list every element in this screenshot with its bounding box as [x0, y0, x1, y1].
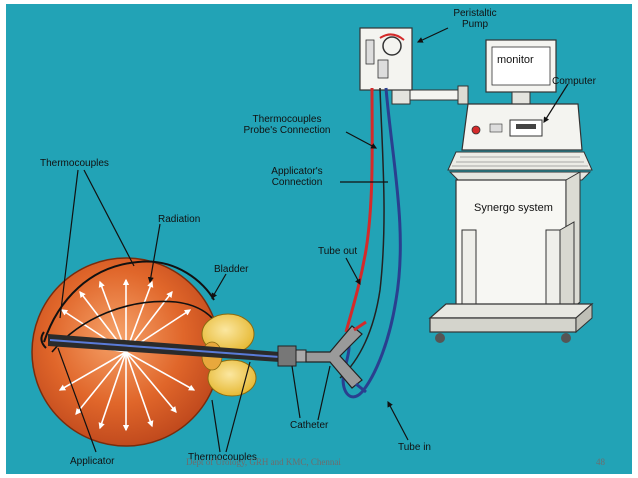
label-thermocouples-probe-connection: Thermocouples Probe's Connection	[243, 114, 331, 136]
label-bladder: Bladder	[214, 264, 249, 275]
label-tube-in: Tube in	[398, 442, 431, 453]
label-catheter: Catheter	[290, 420, 329, 431]
y-connector	[305, 320, 367, 394]
bladder	[31, 257, 221, 447]
label-thermocouples-top: Thermocouples	[40, 158, 109, 169]
keyboard	[447, 151, 593, 171]
label-peristaltic-pump: Peristaltic Pump	[453, 8, 497, 30]
red-tube	[344, 87, 374, 333]
label-thermocouples-bottom: Thermocouples	[188, 452, 257, 463]
thin-dark-tube	[339, 87, 385, 379]
synergo-system	[428, 39, 594, 343]
pump-arm	[391, 85, 469, 105]
page-number: 48	[596, 457, 605, 467]
label-applicators-connection: Applicator's Connection	[271, 166, 323, 188]
applicator-shaft	[40, 331, 307, 367]
monitor-screen	[491, 46, 551, 86]
label-applicator: Applicator	[70, 456, 115, 467]
label-synergo-system: Synergo system	[474, 202, 553, 214]
label-monitor: monitor	[497, 54, 534, 66]
peristaltic-pump	[359, 27, 413, 91]
label-computer: Computer	[552, 76, 596, 87]
footer-text: Dept of Urology, GRH and KMC, Chennai	[186, 457, 341, 467]
label-radiation: Radiation	[158, 214, 201, 225]
label-tube-out: Tube out	[318, 246, 358, 257]
